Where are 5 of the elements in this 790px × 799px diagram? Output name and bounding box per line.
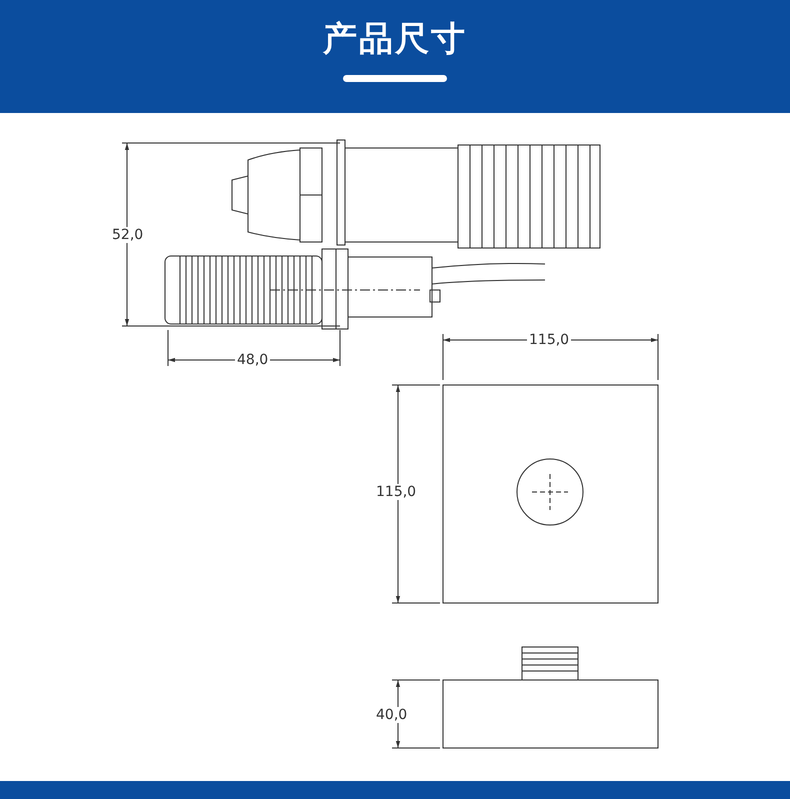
page-title: 产品尺寸 (323, 18, 467, 61)
dimension-value: 52,0 (110, 227, 146, 243)
dimension-value: 40,0 (374, 707, 410, 723)
dimension-value: 115,0 (527, 332, 572, 348)
dimension-value: 48,0 (235, 352, 270, 368)
